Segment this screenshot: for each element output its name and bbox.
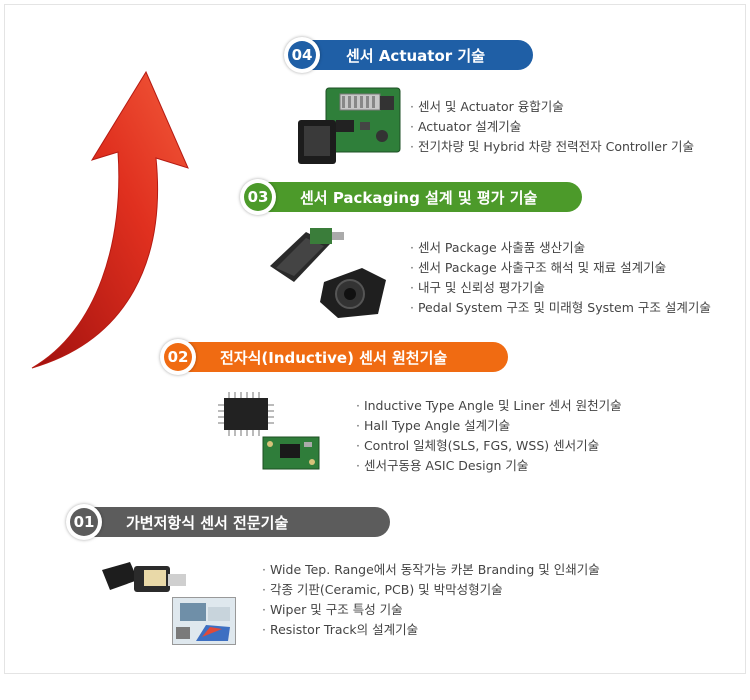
section-04-list: 센서 및 Actuator 융합기술 Actuator 설계기술 전기차량 및 … bbox=[410, 97, 694, 157]
section-04-number: 04 bbox=[288, 41, 316, 69]
list-item: Hall Type Angle 설계기술 bbox=[356, 416, 622, 436]
list-item: Control 일체형(SLS, FGS, WSS) 센서기술 bbox=[356, 436, 622, 456]
section-03-badge: 03 bbox=[240, 179, 276, 215]
section-01-badge: 01 bbox=[66, 504, 102, 540]
list-item: 전기차량 및 Hybrid 차량 전력전자 Controller 기술 bbox=[410, 137, 694, 157]
section-02-list: Inductive Type Angle 및 Liner 센서 원천기술 Hal… bbox=[356, 396, 622, 476]
list-item: Inductive Type Angle 및 Liner 센서 원천기술 bbox=[356, 396, 622, 416]
section-01-number: 01 bbox=[70, 508, 98, 536]
list-item: Pedal System 구조 및 미래형 System 구조 설계기술 bbox=[410, 298, 711, 318]
sensor-package-image bbox=[270, 228, 386, 318]
list-item: Actuator 설계기술 bbox=[410, 117, 694, 137]
section-02-number: 02 bbox=[164, 343, 192, 371]
section-01-banner: 가변저항식 센서 전문기술 bbox=[80, 507, 390, 537]
list-item: Wiper 및 구조 특성 기술 bbox=[262, 600, 600, 620]
list-item: Resistor Track의 설계기술 bbox=[262, 620, 600, 640]
section-02-badge: 02 bbox=[160, 339, 196, 375]
section-03-list: 센서 Package 사출품 생산기술 센서 Package 사출구조 해석 및… bbox=[410, 238, 711, 318]
list-item: 센서 및 Actuator 융합기술 bbox=[410, 97, 694, 117]
controller-board-image bbox=[298, 87, 401, 164]
variable-resistor-sensor-image bbox=[102, 562, 186, 592]
section-03-number: 03 bbox=[244, 183, 272, 211]
list-item: Wide Tep. Range에서 동작가능 카본 Branding 및 인쇄기… bbox=[262, 560, 600, 580]
section-01-title: 가변저항식 센서 전문기술 bbox=[126, 513, 289, 532]
test-equipment-photo bbox=[172, 597, 236, 645]
list-item: 내구 및 신뢰성 평가기술 bbox=[410, 278, 711, 298]
ic-chip-image bbox=[218, 392, 274, 436]
sensor-pcb-image bbox=[262, 436, 320, 470]
section-01-list: Wide Tep. Range에서 동작가능 카본 Branding 및 인쇄기… bbox=[262, 560, 600, 640]
section-04-banner: 센서 Actuator 기술 bbox=[300, 40, 533, 70]
list-item: 각종 기판(Ceramic, PCB) 및 박막성형기술 bbox=[262, 580, 600, 600]
list-item: 센서구동용 ASIC Design 기술 bbox=[356, 456, 622, 476]
section-03-title: 센서 Packaging 설계 및 평가 기술 bbox=[300, 188, 538, 207]
section-04-title: 센서 Actuator 기술 bbox=[346, 46, 485, 65]
section-02-title: 전자식(Inductive) 센서 원천기술 bbox=[220, 348, 448, 367]
growth-arrow-icon bbox=[31, 70, 189, 369]
section-04-badge: 04 bbox=[284, 37, 320, 73]
section-03-banner: 센서 Packaging 설계 및 평가 기술 bbox=[254, 182, 582, 212]
list-item: 센서 Package 사출구조 해석 및 재료 설계기술 bbox=[410, 258, 711, 278]
section-02-banner: 전자식(Inductive) 센서 원천기술 bbox=[174, 342, 508, 372]
list-item: 센서 Package 사출품 생산기술 bbox=[410, 238, 711, 258]
